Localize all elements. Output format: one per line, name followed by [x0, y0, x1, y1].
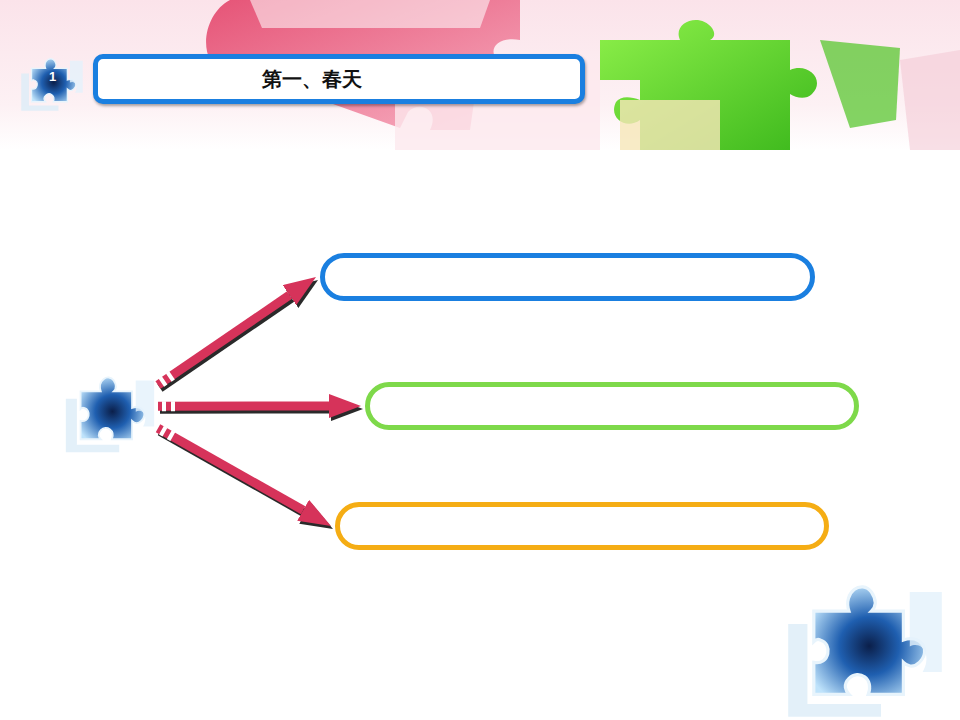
arrow-connector — [158, 406, 331, 409]
arrow-connector — [158, 428, 305, 513]
content-box — [335, 502, 829, 550]
callout-number: 1 — [49, 69, 56, 85]
title-text: 第一、春天 — [262, 66, 362, 93]
callout-number: 1 — [49, 69, 56, 84]
arrow-connector — [158, 295, 292, 388]
puzzle-icon — [788, 587, 942, 717]
content-box — [320, 253, 815, 301]
puzzle-icon — [21, 59, 82, 111]
puzzle-hub — [58, 362, 162, 454]
puzzle-icon — [58, 362, 162, 454]
content-box — [365, 382, 859, 430]
title-bar: 第一、春天 — [93, 54, 585, 104]
